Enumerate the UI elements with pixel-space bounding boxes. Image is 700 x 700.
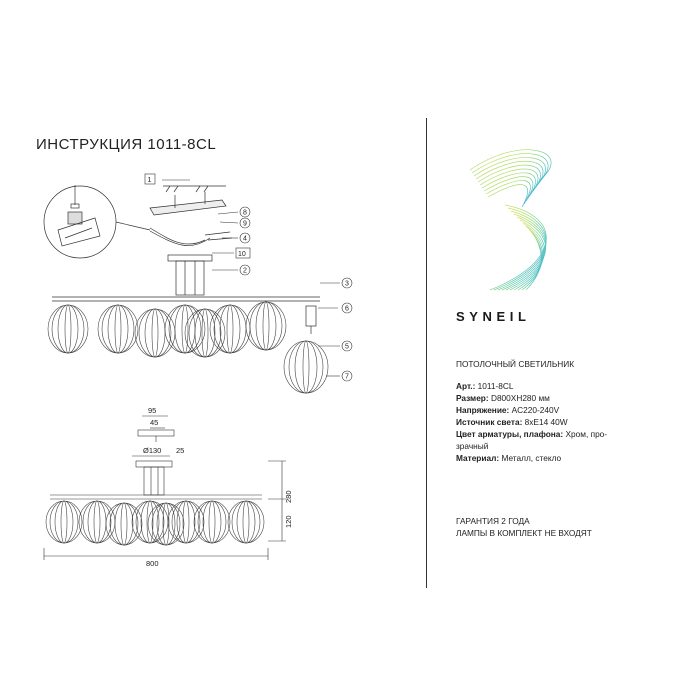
svg-text:9: 9 <box>243 221 247 228</box>
globe <box>131 500 169 544</box>
callout-5: 5 <box>341 340 353 352</box>
dim-lower-height: 120 <box>284 515 293 528</box>
globe <box>47 304 89 354</box>
product-type: ПОТОЛОЧНЫЙ СВЕТИЛЬНИК <box>456 359 575 369</box>
callout-3: 3 <box>341 277 353 289</box>
callout-1: 1 <box>144 173 156 185</box>
spec-list: Арт.: 1011-8CL Размер: D800XH280 мм Напр… <box>456 380 656 464</box>
svg-text:8: 8 <box>243 210 247 217</box>
globe <box>164 304 206 354</box>
dim-top-width: 95 <box>148 406 156 415</box>
spec-light-source: Источник света: 8xE14 40W <box>456 417 568 427</box>
globe <box>45 500 83 544</box>
globe <box>227 500 265 544</box>
dim-diameter: Ø130 <box>143 446 161 455</box>
dim-overall-height: 280 <box>284 490 293 503</box>
page-title: ИНСТРУКЦИЯ 1011-8CL <box>36 136 217 153</box>
svg-text:6: 6 <box>345 306 349 313</box>
globe <box>193 500 231 544</box>
spec-color: Цвет арматуры, плафона: Хром, про- <box>456 429 608 439</box>
globe <box>209 304 251 354</box>
globe <box>97 304 139 354</box>
lamps-note: ЛАМПЫ В КОМПЛЕКТ НЕ ВХОДЯТ <box>456 528 592 538</box>
svg-text:3: 3 <box>345 281 349 288</box>
callout-8: 8 <box>239 206 251 218</box>
globe <box>283 340 329 394</box>
callout-9: 9 <box>239 217 251 229</box>
svg-text:10: 10 <box>238 251 246 258</box>
brand-logo-icon <box>469 149 552 291</box>
spec-color-cont: зрачный <box>456 441 489 451</box>
spec-size: Размер: D800XH280 мм <box>456 393 550 403</box>
callout-10: 10 <box>235 247 251 259</box>
globe <box>245 301 287 351</box>
globe <box>184 308 226 358</box>
exploded-view <box>43 185 320 334</box>
callout-2: 2 <box>239 264 251 276</box>
svg-text:5: 5 <box>345 344 349 351</box>
callout-6: 6 <box>341 302 353 314</box>
callouts: 1 8 9 4 10 2 3 6 5 7 <box>144 173 353 382</box>
dim-stem: 25 <box>176 446 184 455</box>
svg-text:1: 1 <box>148 177 152 184</box>
vertical-divider <box>426 118 427 588</box>
brand-name: SYNEIL <box>456 309 531 324</box>
callout-7: 7 <box>341 370 353 382</box>
callout-4: 4 <box>239 232 251 244</box>
globe <box>134 308 176 358</box>
warranty-note: ГАРАНТИЯ 2 ГОДА <box>456 516 530 526</box>
svg-text:4: 4 <box>243 236 247 243</box>
svg-text:2: 2 <box>243 268 247 275</box>
globes-side <box>45 500 265 546</box>
spec-material: Материал: Металл, стекло <box>456 453 562 463</box>
globe <box>147 502 185 546</box>
spec-voltage: Напряжение: AC220-240V <box>456 405 560 415</box>
globe <box>105 502 143 546</box>
dimension-drawing <box>43 415 286 560</box>
svg-text:7: 7 <box>345 374 349 381</box>
globes-top <box>47 301 329 394</box>
spec-art: Арт.: 1011-8CL <box>456 381 514 391</box>
dim-overall-width: 800 <box>146 559 159 568</box>
globe <box>167 500 205 544</box>
dim-inner-width: 45 <box>150 418 158 427</box>
